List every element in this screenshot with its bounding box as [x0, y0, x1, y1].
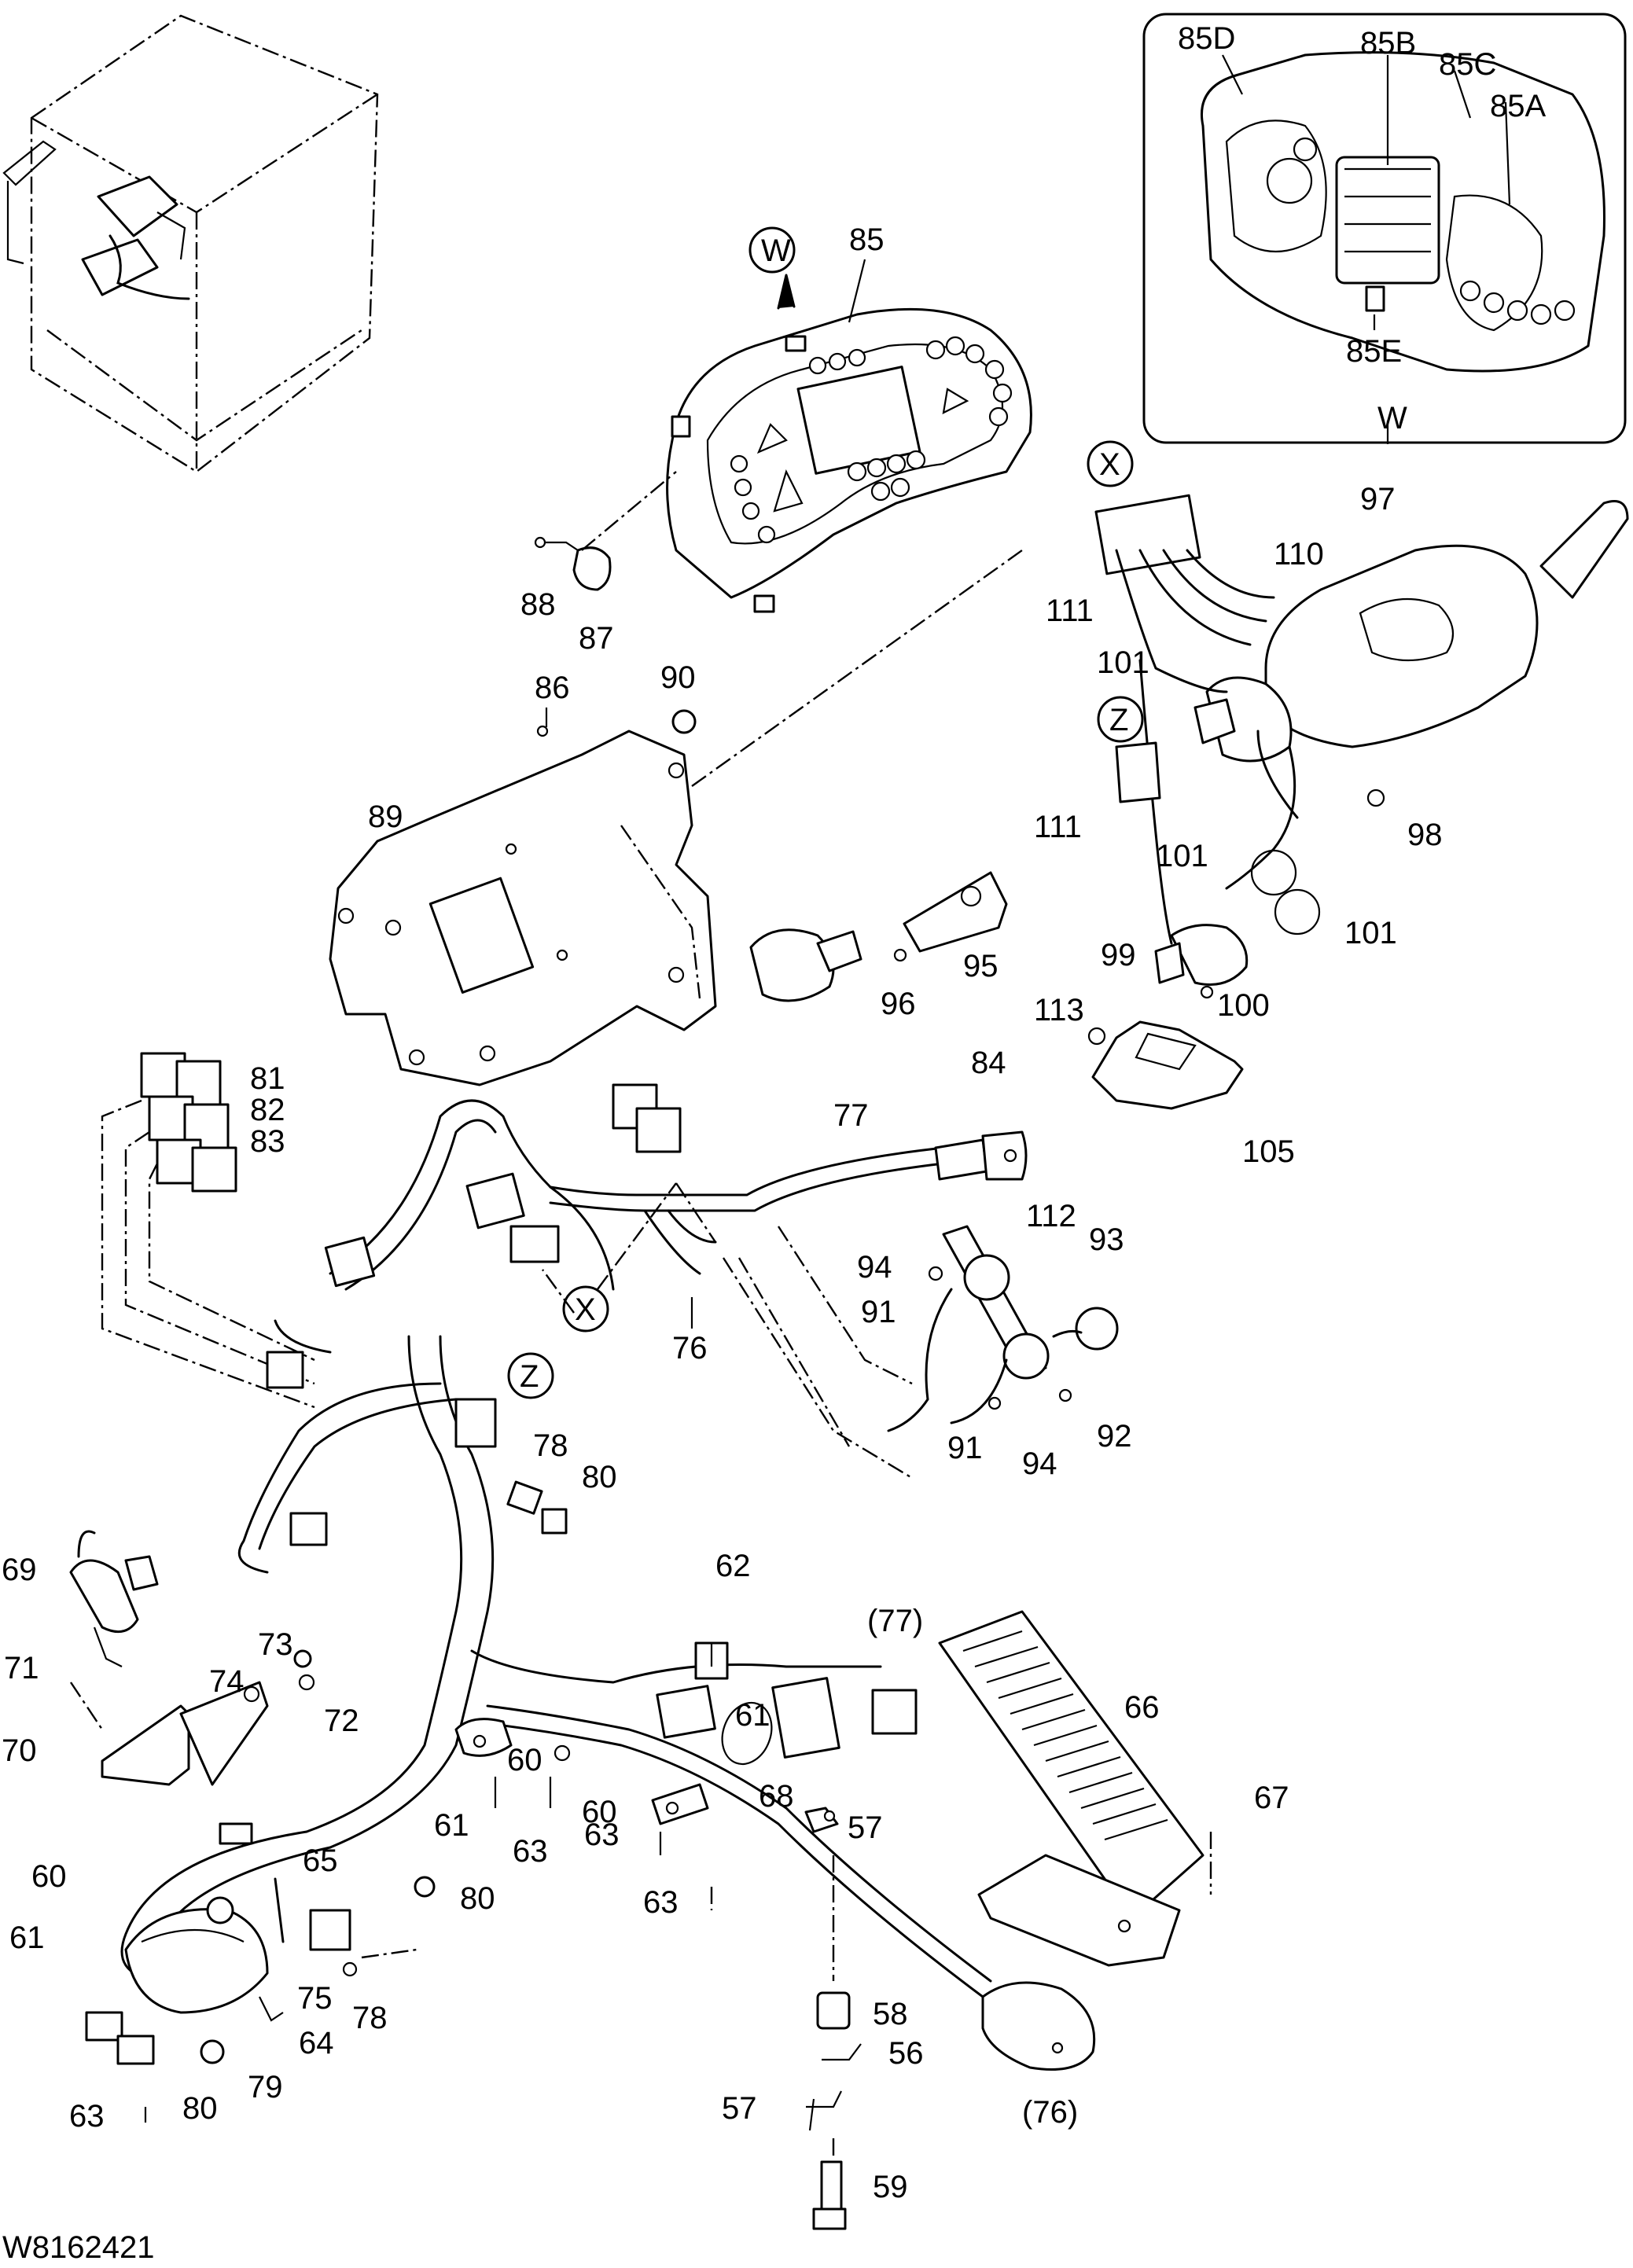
callout-63-center: 63: [584, 1818, 620, 1852]
small-fasteners-86-88-90: 88 87 86 90: [520, 471, 697, 737]
callout-65: 65: [303, 1843, 338, 1878]
relays-81-83: 81 82 83: [101, 1052, 315, 1409]
callout-66: 66: [1124, 1690, 1160, 1725]
column-switch-assembly-97: X Z 97 110 111 101 98 111 101 101 99 100: [1034, 440, 1629, 1023]
callout-59: 59: [873, 2170, 908, 2204]
callout-87: 87: [579, 621, 614, 656]
callout-85C: 85C: [1439, 47, 1496, 82]
callout-67: 67: [1254, 1781, 1289, 1815]
callout-70: 70: [2, 1733, 37, 1768]
callout-113: 113: [1034, 993, 1084, 1027]
callout-81: 81: [250, 1061, 285, 1096]
callout-74: 74: [209, 1664, 245, 1699]
callout-72: 72: [324, 1704, 359, 1738]
callout-58: 58: [873, 1997, 908, 2031]
detail-view-w-box: 85D 85B 85C 85A 85E W: [1142, 13, 1627, 444]
callout-111-top: 111: [1046, 594, 1094, 628]
callout-82: 82: [250, 1093, 285, 1127]
callout-105: 105: [1242, 1134, 1295, 1169]
marker-x-top: X: [1099, 447, 1120, 482]
bracket-105: 113 105: [1034, 993, 1295, 1169]
mounting-plate-89: 89: [329, 550, 1023, 1086]
callout-96: 96: [881, 987, 916, 1021]
callout-78-top: 78: [533, 1428, 568, 1463]
callout-101-right: 101: [1344, 916, 1397, 950]
callout-63-bottom: 63: [69, 2099, 105, 2134]
callout-85E: 85E: [1346, 334, 1402, 369]
callout-77: 77: [833, 1098, 869, 1133]
callout-61-center: 61: [735, 1698, 771, 1733]
callout-84: 84: [971, 1046, 1006, 1080]
callout-60-bottom-left: 60: [31, 1859, 67, 1894]
main-wiring-harness: X Z 77 84 76: [120, 1046, 1028, 1998]
marker-z-top: Z: [1109, 703, 1128, 737]
callout-90: 90: [660, 660, 696, 695]
callout-76: 76: [672, 1331, 708, 1366]
callout-71: 71: [4, 1651, 39, 1685]
callout-94-top: 94: [857, 1250, 892, 1285]
callout-99: 99: [1101, 938, 1136, 972]
cab-overview-illustration: [2, 14, 379, 473]
callout-63-lower: 63: [643, 1885, 679, 1920]
callout-93: 93: [1089, 1222, 1124, 1257]
harness-clamps-60-68: 62 (77) 61 60 61 60 63 63 68 57 63: [434, 1549, 923, 1920]
callout-85: 85: [849, 222, 885, 257]
callout-60-center-left: 60: [507, 1743, 542, 1777]
callout-85D: 85D: [1178, 21, 1235, 56]
callout-80-top: 80: [582, 1460, 617, 1494]
callout-61-left: 61: [434, 1808, 469, 1843]
callout-98: 98: [1407, 818, 1443, 852]
callout-110: 110: [1274, 537, 1324, 572]
callout-92: 92: [1097, 1419, 1132, 1454]
lower-fasteners-56-59: 58 56 57 (76) 59: [722, 1855, 1096, 2230]
callout-77-ref: (77): [867, 1604, 923, 1638]
callout-78-bottom: 78: [352, 2001, 388, 2035]
callout-73: 73: [258, 1627, 293, 1662]
left-parts-69-80: 78 80 69 71 73 74 72 70: [2, 1428, 617, 1786]
callout-61-bottom: 61: [9, 1921, 45, 1955]
callout-56: 56: [888, 2036, 924, 2071]
callout-89: 89: [368, 799, 403, 834]
callout-95: 95: [963, 949, 999, 983]
callout-85A: 85A: [1490, 89, 1546, 123]
callout-97: 97: [1360, 482, 1396, 516]
callout-57-bottom: 57: [722, 2091, 757, 2126]
callout-86: 86: [535, 671, 570, 705]
marker-z-harness: Z: [520, 1359, 539, 1394]
callout-57-top: 57: [848, 1810, 883, 1845]
callout-111-mid: 111: [1034, 810, 1082, 844]
instrument-cluster-85: W 85: [666, 222, 1032, 613]
callout-101-mid: 101: [1156, 839, 1208, 873]
marker-x-harness: X: [575, 1292, 596, 1327]
callout-80-bottom: 80: [182, 2091, 218, 2126]
callout-62: 62: [715, 1549, 751, 1583]
callout-112: 112: [1026, 1199, 1076, 1233]
callout-79: 79: [248, 2070, 283, 2104]
callout-64: 64: [299, 2026, 334, 2060]
bottom-left-assembly: 60 65 80 61 75 78 64 79 80 63: [9, 1822, 495, 2134]
callout-69: 69: [2, 1553, 37, 1587]
switch-panel-91-94: 112 93 94 91 92 91 94: [857, 1199, 1132, 1481]
drawing-number: W8162421: [2, 2230, 154, 2265]
accelerator-pedal-66: 66 67: [938, 1610, 1289, 1967]
marker-w: W: [761, 233, 791, 268]
callout-75: 75: [297, 1981, 333, 2016]
callout-85B: 85B: [1360, 26, 1416, 61]
callout-63-center-left: 63: [513, 1834, 548, 1869]
callout-94-bottom: 94: [1022, 1446, 1057, 1481]
callout-101-top: 101: [1097, 645, 1149, 680]
callout-80-right: 80: [460, 1881, 495, 1916]
callout-100: 100: [1217, 988, 1270, 1023]
callout-83: 83: [250, 1124, 285, 1159]
callout-91-bottom: 91: [947, 1431, 983, 1465]
callout-60-center: 60: [582, 1795, 617, 1829]
view-label-w: W: [1377, 401, 1407, 436]
key-switch-95-96: 96 95: [749, 871, 1008, 1021]
callout-76-ref: (76): [1022, 2095, 1078, 2130]
callout-88: 88: [520, 587, 556, 622]
callout-91-top: 91: [861, 1295, 896, 1329]
callout-68: 68: [759, 1779, 794, 1814]
